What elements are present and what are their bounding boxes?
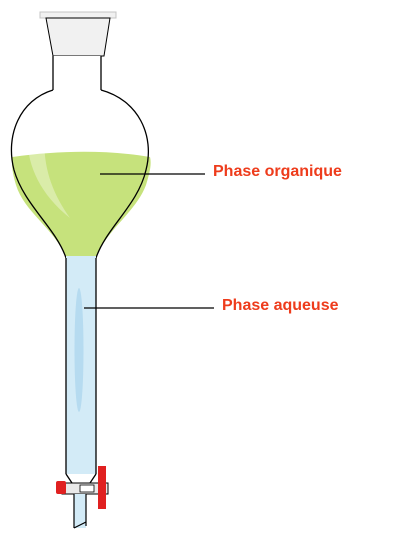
stopper-plug bbox=[45, 17, 111, 57]
funnel-stem bbox=[65, 256, 97, 487]
funnel-neck bbox=[52, 56, 102, 90]
stopper-cap bbox=[39, 11, 117, 19]
stopcock-left-handle bbox=[56, 481, 66, 494]
neck-glass bbox=[53, 56, 101, 88]
stopcock-right-handle bbox=[98, 466, 106, 509]
tip-bevel bbox=[73, 521, 87, 529]
glass-stopper-icon bbox=[39, 11, 117, 57]
bulb-reflection bbox=[27, 111, 70, 218]
tip-glass bbox=[74, 494, 86, 528]
aqueous-phase-label: Phase aqueuse bbox=[222, 297, 339, 314]
funnel-bulb-outline bbox=[10, 89, 150, 259]
organic-phase-liquid bbox=[11, 151, 151, 258]
stem-reflection bbox=[74, 288, 84, 412]
funnel-outlet-tip bbox=[73, 494, 87, 529]
organic-phase-label: Phase organique bbox=[213, 163, 342, 180]
stopcock-icon bbox=[56, 466, 109, 509]
stopcock-key bbox=[79, 484, 95, 493]
